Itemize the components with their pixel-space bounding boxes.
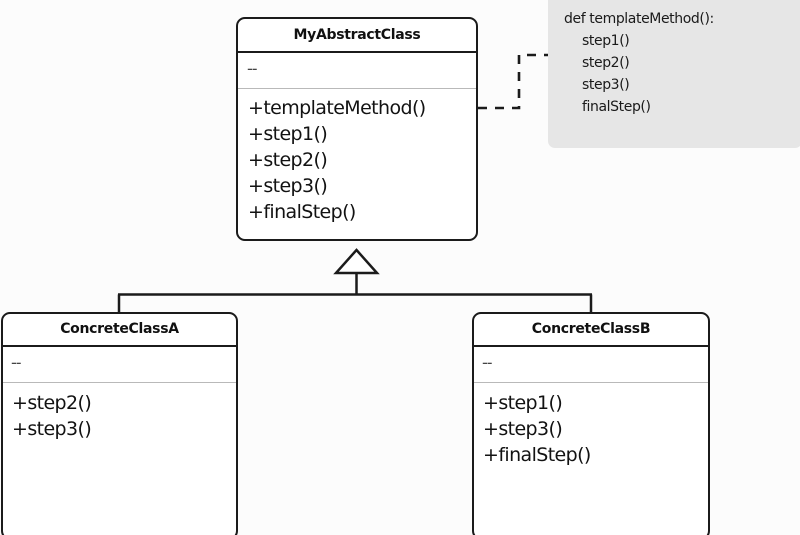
- class-box-myabstractclass[interactable]: MyAbstractClass -- +templateMethod() +st…: [236, 17, 478, 241]
- method-item: +step3(): [248, 175, 328, 197]
- class-attributes-myabstractclass: --: [238, 53, 476, 89]
- method-item: +step3(): [12, 418, 92, 440]
- method-item: +step2(): [248, 149, 328, 171]
- method-item: +finalStep(): [248, 201, 356, 223]
- note-line-signature: def templateMethod():: [564, 11, 714, 27]
- note-line-body: step1(): [582, 33, 630, 49]
- class-box-concreteclassa[interactable]: ConcreteClassA -- +step2() +step3(): [1, 312, 238, 535]
- generalization-arrow-icon: [333, 248, 380, 275]
- class-methods-concreteclassa: +step2() +step3(): [3, 383, 236, 442]
- code-note-box[interactable]: def templateMethod(): step1() step2() st…: [548, 0, 800, 148]
- class-box-concreteclassb[interactable]: ConcreteClassB -- +step1() +step3() +fin…: [472, 312, 710, 535]
- note-line-body: finalStep(): [582, 99, 651, 115]
- method-item: +templateMethod(): [248, 97, 426, 119]
- note-link-dashed-line: [478, 53, 552, 110]
- class-title-concreteclassb: ConcreteClassB: [474, 314, 708, 347]
- class-methods-concreteclassb: +step1() +step3() +finalStep(): [474, 383, 708, 468]
- attribute-item: --: [247, 59, 258, 78]
- method-item: +step3(): [483, 418, 563, 440]
- note-line-body: step3(): [582, 77, 630, 93]
- class-methods-myabstractclass: +templateMethod() +step1() +step2() +ste…: [238, 89, 476, 225]
- method-item: +finalStep(): [483, 444, 591, 466]
- note-line-body: step2(): [582, 55, 630, 71]
- method-item: +step2(): [12, 392, 92, 414]
- class-title-concreteclassa: ConcreteClassA: [3, 314, 236, 347]
- class-attributes-concreteclassb: --: [474, 347, 708, 383]
- class-attributes-concreteclassa: --: [3, 347, 236, 383]
- method-item: +step1(): [248, 123, 328, 145]
- method-item: +step1(): [483, 392, 563, 414]
- attribute-item: --: [482, 353, 493, 372]
- class-title-myabstractclass: MyAbstractClass: [238, 19, 476, 53]
- attribute-item: --: [11, 353, 22, 372]
